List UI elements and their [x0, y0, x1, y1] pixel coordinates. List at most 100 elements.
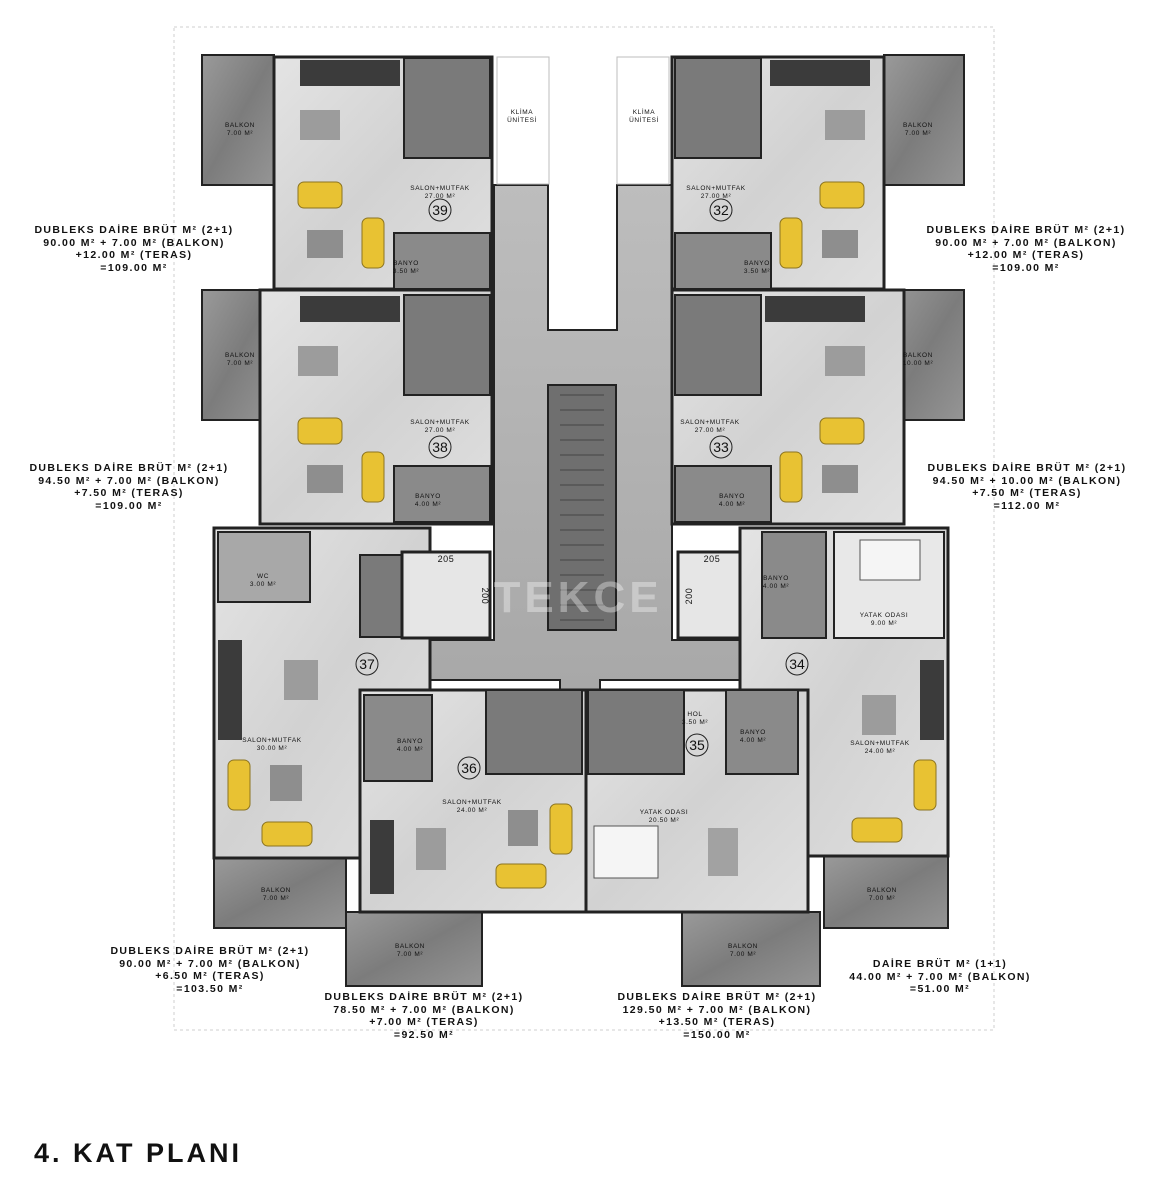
tv-32 [822, 230, 858, 258]
sofa-32a [819, 181, 865, 209]
room-name-33: SALON+MUTFAK [680, 419, 739, 426]
bed-35 [593, 825, 659, 879]
summary-line: =112.00 M² [993, 499, 1061, 512]
summary-line: DUBLEKS DAİRE BRÜT M² (2+1) [29, 462, 229, 474]
tv-38 [307, 465, 343, 493]
elevator-right-height: 200 [684, 588, 694, 605]
bath-name-33: BANYO [719, 493, 745, 500]
unit-number-36-circle [457, 756, 481, 780]
room-area-39: 27.00 M² [425, 193, 456, 200]
unit-number-34: 34 [789, 656, 805, 672]
summary-line: DUBLEKS DAİRE BRÜT M² (2+1) [617, 991, 817, 1003]
bath-area-34: 4.00 M² [763, 583, 789, 590]
bath-area-36: 4.00 M² [397, 746, 423, 753]
room-area-34: 24.00 M² [865, 748, 896, 755]
unit-number-36: 36 [461, 760, 477, 776]
bath-name-38: BANYO [415, 493, 441, 500]
kitchen-39 [300, 60, 400, 86]
summary-line: =92.50 M² [393, 1028, 455, 1041]
tv-36 [508, 810, 538, 846]
summary-line: 129.50 M² + 7.00 M² (BALKON) [622, 1003, 812, 1016]
bed-34 [859, 539, 921, 581]
table-39 [300, 110, 340, 140]
balcony-name-38: BALKON [225, 352, 255, 359]
balcony-area-36: 7.00 M² [397, 951, 423, 958]
bath-32 [674, 232, 772, 290]
bath-name-32: BANYO [744, 260, 770, 267]
room-area-37: 30.00 M² [257, 745, 288, 752]
sofa-37a [227, 759, 251, 811]
unit-summary-bottom-center-right: DUBLEKS DAİRE BRÜT M² (2+1) 129.50 M² + … [592, 991, 842, 1041]
room-name-38: SALON+MUTFAK [410, 419, 469, 426]
sofa-36b [495, 863, 547, 889]
balcony-name-34: BALKON [867, 887, 897, 894]
bath-area-38: 4.00 M² [415, 501, 441, 508]
stair-35 [587, 689, 685, 775]
unit-summary-mid-right: DUBLEKS DAİRE BRÜT M² (2+1) 94.50 M² + 1… [904, 462, 1150, 512]
unit-number-37: 37 [359, 656, 375, 672]
table-34 [862, 695, 896, 735]
stair-39 [403, 57, 491, 159]
stair-33 [674, 294, 762, 396]
unit-number-33: 33 [713, 439, 729, 455]
summary-line: =51.00 M² [909, 983, 971, 995]
stair-38 [403, 294, 491, 396]
tv-37 [270, 765, 302, 801]
balcony-area-37: 7.00 M² [263, 895, 289, 902]
summary-line: 90.00 M² + 7.00 M² (BALKON) [119, 957, 301, 970]
unit-number-38-circle [428, 435, 452, 459]
tv-33 [822, 465, 858, 493]
sofa-33b [779, 451, 803, 503]
sofa-34b [851, 817, 903, 843]
balcony-area-39: 7.00 M² [227, 130, 253, 137]
bath-name-36: BANYO [397, 738, 423, 745]
balcony-name-32: BALKON [903, 122, 933, 129]
unit-number-34-circle [785, 652, 809, 676]
floor-plan-title: 4. KAT PLANI [34, 1138, 243, 1168]
summary-line: DUBLEKS DAİRE BRÜT M² (2+1) [324, 991, 524, 1003]
bath-name-39: BANYO [393, 260, 419, 267]
table-37 [284, 660, 318, 700]
balcony-34 [823, 855, 949, 929]
hall-name-35: HOL [687, 711, 702, 718]
summary-line: DUBLEKS DAİRE BRÜT M² (2+1) [110, 945, 310, 957]
balcony-37 [213, 857, 347, 929]
unit-number-39: 39 [432, 202, 448, 218]
balcony-area-33: 10.00 M² [903, 360, 934, 367]
sofa-32b [779, 217, 803, 269]
bath-name-37: WC [257, 573, 269, 580]
unit-summary-bottom-center-left: DUBLEKS DAİRE BRÜT M² (2+1) 78.50 M² + 7… [302, 991, 546, 1041]
sofa-39a [297, 181, 343, 209]
kitchen-32 [770, 60, 870, 86]
summary-line: +7.00 M² (TERAS) [369, 1016, 479, 1028]
balcony-name-36: BALKON [395, 943, 425, 950]
tv-39 [307, 230, 343, 258]
balcony-name-39: BALKON [225, 122, 255, 129]
elevator-left-height: 200 [480, 588, 490, 605]
balcony-35 [681, 911, 821, 987]
sofa-37b [261, 821, 313, 847]
ac-unit-label-left: KLİMA [511, 107, 534, 116]
elevator-left-width: 205 [438, 554, 455, 564]
bath-area-39: 3.50 M² [393, 268, 419, 275]
summary-line: 90.00 M² + 7.00 M² (BALKON) [935, 236, 1117, 249]
summary-line: +13.50 M² (TERAS) [658, 1016, 776, 1028]
unit-number-35: 35 [689, 737, 705, 753]
bedroom-name-35: YATAK ODASI [640, 809, 689, 816]
ac-unit-sublabel-right: ÜNİTESİ [629, 115, 659, 124]
summary-line: =150.00 M² [683, 1028, 751, 1041]
balcony-area-35: 7.00 M² [730, 951, 756, 958]
summary-line: +6.50 M² (TERAS) [155, 970, 265, 982]
unit-summary-mid-left: DUBLEKS DAİRE BRÜT M² (2+1) 94.50 M² + 7… [6, 462, 252, 512]
table-32 [825, 110, 865, 140]
summary-line: 78.50 M² + 7.00 M² (BALKON) [333, 1003, 515, 1016]
summary-line: DUBLEKS DAİRE BRÜT M² (2+1) [34, 224, 234, 236]
room-area-32: 27.00 M² [701, 193, 732, 200]
summary-line: DUBLEKS DAİRE BRÜT M² (2+1) [926, 224, 1126, 236]
room-area-33: 27.00 M² [695, 427, 726, 434]
balcony-name-35: BALKON [728, 943, 758, 950]
table-33 [825, 346, 865, 376]
table-36 [416, 828, 446, 870]
